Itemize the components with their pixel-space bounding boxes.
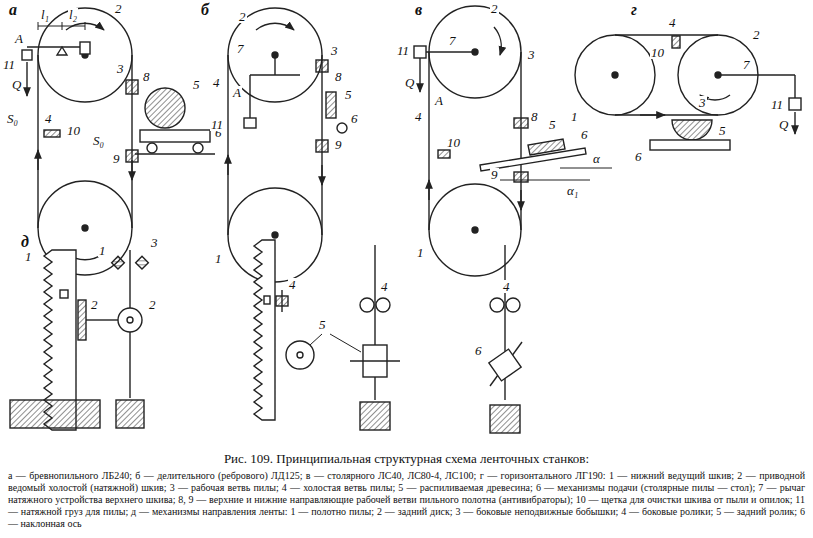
callout-number: 3: [150, 236, 159, 249]
callout-number: 8: [142, 70, 151, 83]
dimension-label: l₂: [68, 8, 78, 21]
callout-number: A: [232, 86, 242, 99]
callout-number: 3: [116, 62, 125, 75]
callout-number: 5: [718, 124, 727, 137]
callout-number: 5: [344, 88, 353, 101]
callout-number: 1: [214, 252, 223, 265]
subfigure-letter: б: [200, 2, 210, 18]
callout-number: 6: [350, 112, 359, 125]
callout-number: 2: [490, 2, 499, 15]
callout-number: 9: [112, 152, 121, 165]
callout-number: 11: [2, 58, 16, 71]
callout-number: A: [434, 94, 444, 107]
callout-number: 4: [502, 280, 511, 293]
callout-number: 1: [24, 250, 33, 263]
callout-number: 4: [380, 280, 389, 293]
scheme-b: [228, 8, 347, 282]
callout-number: 7: [236, 42, 245, 55]
subfigure-letter: г: [630, 2, 638, 18]
callout-number: 2: [238, 10, 247, 23]
callout-number: 8: [530, 110, 539, 123]
callout-number: 8: [334, 70, 343, 83]
callout-number: Q: [11, 78, 22, 91]
scheme-a: [22, 8, 215, 275]
callout-number: 1: [416, 246, 425, 259]
callout-number: 1: [570, 110, 579, 123]
callout-number: 3: [330, 44, 339, 57]
scheme-d: [10, 240, 522, 433]
callout-number: 6: [634, 150, 643, 163]
callout-number: 6: [580, 128, 589, 141]
callout-number: 4: [288, 278, 297, 291]
callout-number: 11: [396, 44, 410, 57]
callout-number: 5: [548, 118, 557, 131]
callout-number: 2: [114, 2, 123, 15]
dimension-label: l₁: [40, 8, 50, 21]
callout-number: 3: [527, 48, 536, 61]
callout-number: 4: [668, 16, 677, 29]
callout-number: 2: [90, 298, 99, 311]
callout-number: 2: [752, 28, 761, 41]
subfigure-letter: д: [20, 234, 30, 250]
subfigure-letter: в: [414, 2, 423, 18]
dimension-label: S₀: [6, 112, 19, 125]
callout-number: 2: [148, 298, 157, 311]
callout-number: 6: [474, 344, 483, 357]
callout-number: 11: [210, 118, 224, 131]
scheme-v: [414, 6, 612, 276]
callout-number: 4: [414, 110, 423, 123]
callout-number: 4: [44, 112, 53, 125]
subfigure-letter: а: [8, 2, 18, 18]
callout-number: Q: [778, 118, 789, 131]
callout-number: 5: [318, 318, 327, 331]
scheme-g: [575, 35, 801, 150]
callout-number: Q: [404, 76, 415, 89]
callout-number: A: [14, 32, 24, 45]
callout-number: 5: [192, 78, 201, 91]
figure-caption: Рис. 109. Принципиальная структурная схе…: [0, 452, 813, 465]
callout-number: 7: [742, 58, 751, 71]
callout-number: 11: [770, 98, 784, 111]
dimension-label: α₁: [566, 184, 579, 197]
callout-number: 9: [490, 168, 499, 181]
callout-number: 9: [334, 138, 343, 151]
callout-number: 1: [98, 244, 107, 257]
callout-number: 4: [212, 76, 221, 89]
dimension-label: α: [592, 152, 601, 165]
callout-number: 10: [650, 46, 665, 59]
callout-number: 10: [66, 124, 81, 137]
callout-number: 7: [448, 34, 457, 47]
figure-legend-text: а — бревнопильного ЛБ240; б — делительно…: [8, 470, 805, 530]
callout-number: 10: [446, 136, 461, 149]
dimension-label: S₀: [92, 134, 105, 147]
callout-number: 3: [698, 96, 707, 109]
